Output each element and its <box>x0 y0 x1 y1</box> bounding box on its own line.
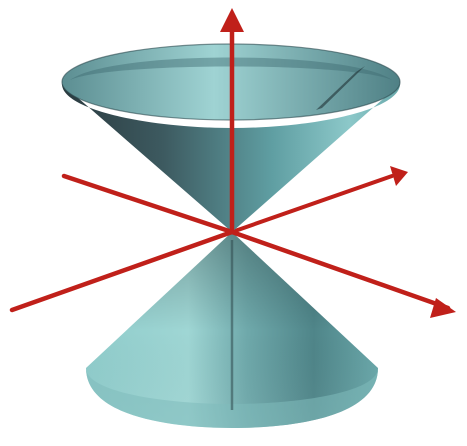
arrowhead-up-icon <box>220 8 244 32</box>
